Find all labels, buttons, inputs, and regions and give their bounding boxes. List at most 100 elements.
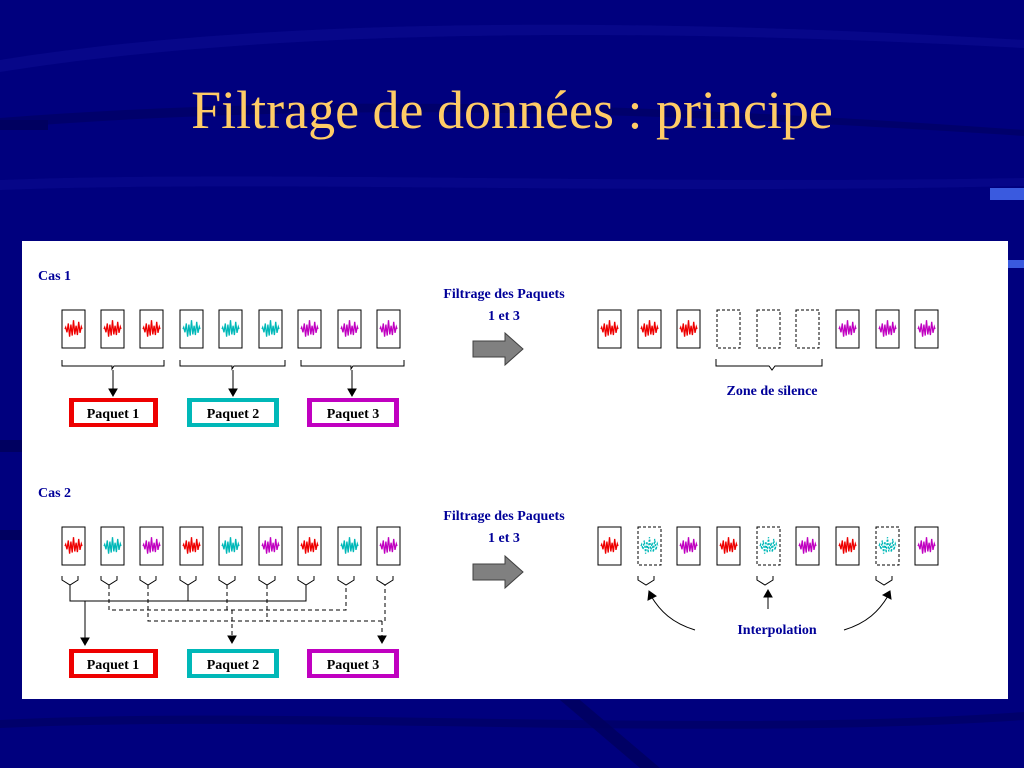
case2-source-frame [337, 526, 362, 566]
waveform [300, 537, 319, 554]
waveform [261, 537, 280, 554]
interpolation-connectors [637, 576, 893, 631]
frame-box [376, 309, 401, 349]
frame-box [179, 526, 204, 566]
frame-box [914, 526, 939, 566]
waveform [640, 537, 659, 554]
case1-source-frame [258, 309, 283, 349]
case1-source-frame [218, 309, 243, 349]
frame-box [756, 526, 781, 566]
frame-box [835, 526, 860, 566]
case2-arrow-label-line1: Filtrage des Paquets [443, 509, 565, 524]
case2-result-frame [716, 526, 741, 566]
case2-packet-1-label: Paquet 1 [87, 658, 140, 673]
waveform [103, 320, 122, 337]
case2-frame-braces [61, 576, 394, 586]
case2-source-frame [100, 526, 125, 566]
case1-source-frame [297, 309, 322, 349]
waveform [64, 320, 83, 337]
frame-box [218, 526, 243, 566]
waveform [64, 537, 83, 554]
frame-box [795, 526, 820, 566]
case1-result-frame [597, 309, 622, 349]
case1-source-frame [337, 309, 362, 349]
case2-result-frame [597, 526, 622, 566]
frame-box [258, 309, 283, 349]
frame-box [297, 526, 322, 566]
frame-box [337, 309, 362, 349]
waveform [878, 320, 897, 337]
case2-interpolated-frame [875, 526, 900, 566]
case2-result-frame [795, 526, 820, 566]
frame-box [139, 526, 164, 566]
frame-box [875, 309, 900, 349]
frame-box [835, 309, 860, 349]
case1-result-frame [676, 309, 701, 349]
frame-box [914, 309, 939, 349]
waveform [103, 537, 122, 554]
case2-source-frame [179, 526, 204, 566]
waveform [878, 537, 897, 554]
case2-source-frame [218, 526, 243, 566]
case2-filter-arrow [472, 554, 524, 590]
waveform [838, 537, 857, 554]
case2-label: Cas 2 [38, 486, 71, 501]
waveform [261, 320, 280, 337]
case2-source-frame [376, 526, 401, 566]
waveform [917, 537, 936, 554]
frame-box [875, 526, 900, 566]
frame-box [637, 309, 662, 349]
case1-source-frame [139, 309, 164, 349]
waveform [182, 320, 201, 337]
case2-interpolated-frame [637, 526, 662, 566]
frame-box [676, 309, 701, 349]
case1-result-frame [835, 309, 860, 349]
waveform [917, 320, 936, 337]
waveform [221, 537, 240, 554]
case2-source-frame [61, 526, 86, 566]
case1-silent-frame [756, 309, 781, 349]
frame-box [61, 526, 86, 566]
case1-source-frame [179, 309, 204, 349]
case1-filter-arrow [472, 331, 524, 367]
waveform [600, 320, 619, 337]
case1-arrow-label-line1: Filtrage des Paquets [443, 287, 565, 302]
case2-result-frame [914, 526, 939, 566]
case1-result-frame [637, 309, 662, 349]
frame-box [637, 526, 662, 566]
waveform [300, 320, 319, 337]
case2-result-frame [676, 526, 701, 566]
interpolation-label: Interpolation [737, 623, 817, 638]
audio-frames [61, 309, 939, 566]
case1-packet-3: Paquet 3 [307, 398, 399, 427]
case2-source-frame [297, 526, 322, 566]
frame-box [795, 309, 820, 349]
case2-packet-3: Paquet 3 [307, 649, 399, 678]
case2-packet-3-label: Paquet 3 [327, 658, 380, 673]
waveform [379, 320, 398, 337]
diagram-panel: Cas 1 Cas 2 Filtrage des Paquets 1 et 3 … [22, 241, 1008, 699]
waveform [340, 320, 359, 337]
frame-box [100, 526, 125, 566]
waveform [340, 537, 359, 554]
waveform [142, 320, 161, 337]
frame-box [597, 309, 622, 349]
waveform [640, 320, 659, 337]
case1-source-frame [100, 309, 125, 349]
frame-box [756, 309, 781, 349]
filtering-diagram: Cas 1 Cas 2 Filtrage des Paquets 1 et 3 … [38, 269, 939, 678]
frame-box [297, 309, 322, 349]
frame-box [716, 309, 741, 349]
case1-result-frame [914, 309, 939, 349]
case2-source-frame [139, 526, 164, 566]
case1-packet-1-label: Paquet 1 [87, 407, 140, 422]
waveform [142, 537, 161, 554]
frame-box [716, 526, 741, 566]
case2-source-frame [258, 526, 283, 566]
case2-result-frame [835, 526, 860, 566]
case1-packet-1: Paquet 1 [69, 398, 158, 427]
frame-box [376, 526, 401, 566]
case2-packet-2-label: Paquet 2 [207, 658, 260, 673]
case2-interleave-lines [69, 585, 387, 647]
frame-box [676, 526, 701, 566]
